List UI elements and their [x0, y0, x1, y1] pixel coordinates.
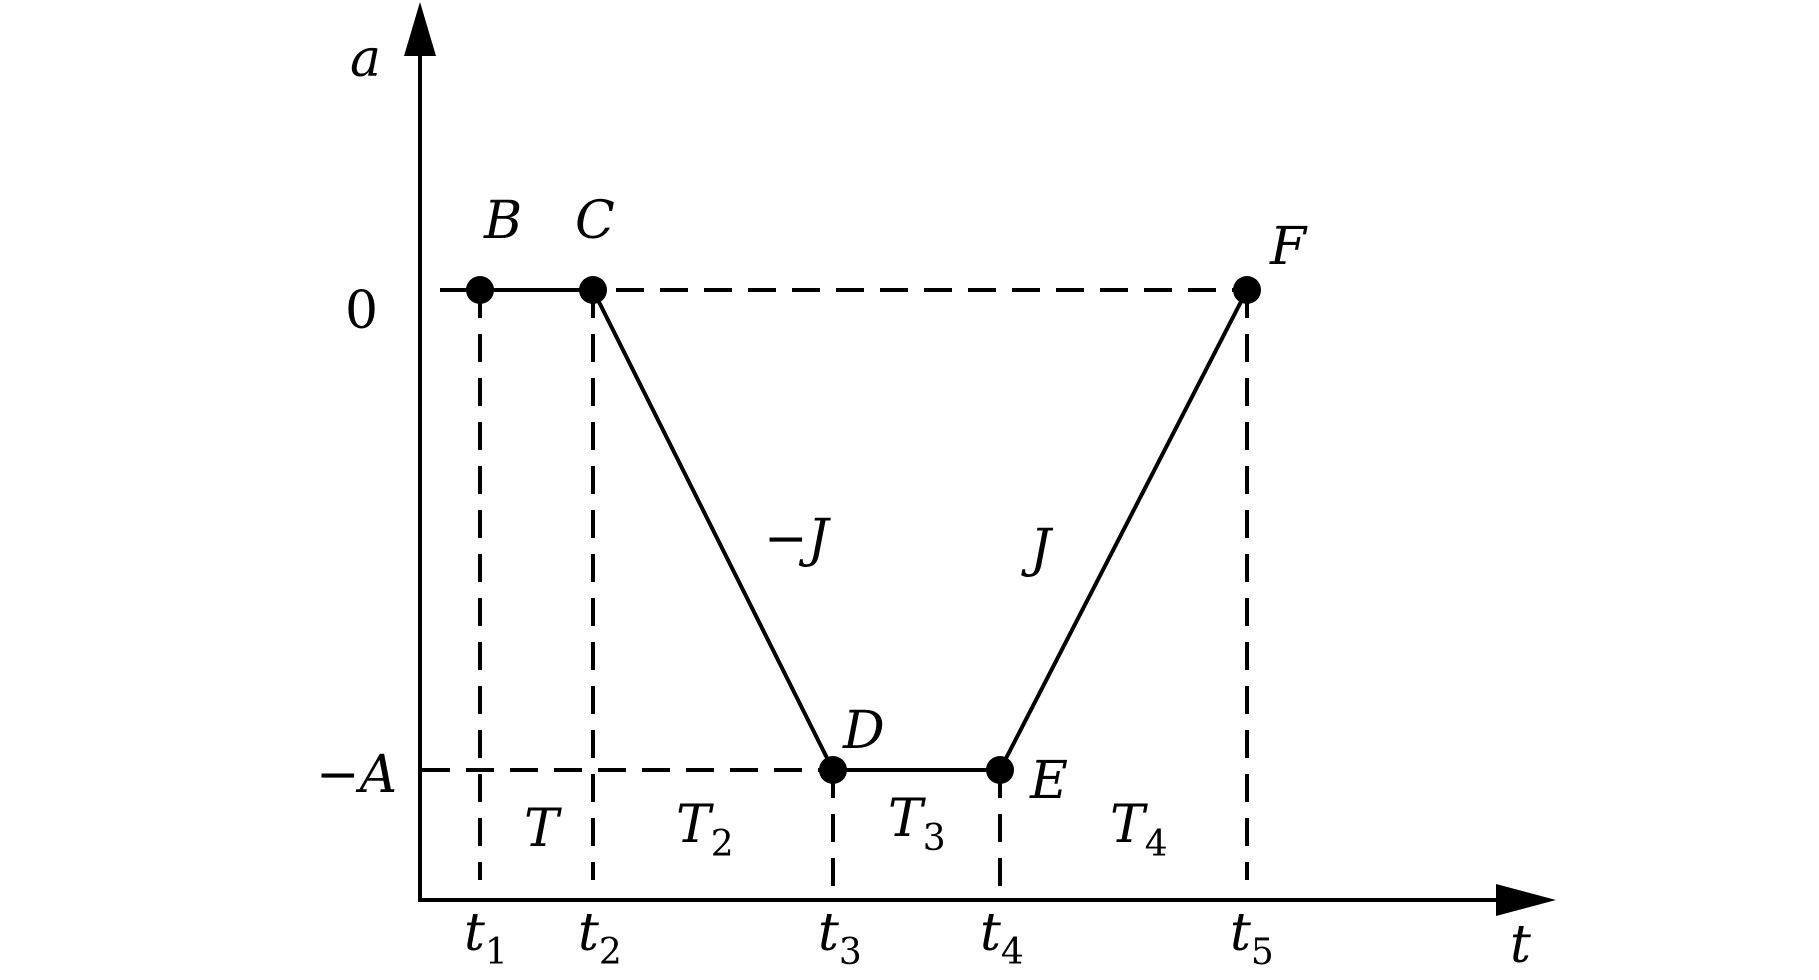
t4-base: t	[980, 903, 1001, 963]
x-axis-label: t	[1510, 915, 1531, 975]
label-d: D	[842, 701, 885, 761]
interval-t3-base: T	[888, 789, 926, 849]
t2-sub: 2	[599, 932, 622, 973]
t3-base: t	[818, 903, 839, 963]
point-f	[1233, 276, 1261, 304]
t5-sub: 5	[1251, 932, 1274, 973]
interval-label-t: T	[524, 799, 562, 859]
point-b	[466, 276, 494, 304]
label-b: B	[483, 191, 522, 251]
y-tick-zero: 0	[345, 281, 378, 341]
time-label-t5: t5	[1230, 903, 1274, 973]
t1-base: t	[464, 903, 485, 963]
interval-label-t2: T2	[676, 795, 734, 865]
interval-t4-sub: 4	[1145, 824, 1168, 865]
time-label-t3: t3	[818, 903, 862, 973]
slope-label-down: −J	[764, 509, 832, 569]
x-axis-arrowhead	[1496, 884, 1556, 916]
label-f: F	[1269, 217, 1308, 277]
point-e	[986, 756, 1014, 784]
t5-base: t	[1230, 903, 1251, 963]
y-axis-arrowhead	[404, 2, 436, 56]
interval-t2-base: T	[676, 795, 714, 855]
interval-label-t3: T3	[888, 789, 946, 859]
time-label-t2: t2	[578, 903, 622, 973]
t2-base: t	[578, 903, 599, 963]
t1-sub: 1	[485, 932, 508, 973]
label-e: E	[1029, 751, 1068, 811]
time-label-t4: t4	[980, 903, 1024, 973]
label-c: C	[575, 191, 615, 251]
slope-label-up: J	[1021, 519, 1054, 579]
y-axis-label: a	[350, 29, 381, 89]
point-d	[819, 756, 847, 784]
t4-sub: 4	[1001, 932, 1024, 973]
t3-sub: 3	[839, 932, 862, 973]
time-label-t1: t1	[464, 903, 508, 973]
interval-t4-base: T	[1110, 795, 1148, 855]
interval-t2-sub: 2	[711, 824, 734, 865]
interval-t3-sub: 3	[923, 818, 946, 859]
y-tick-neg-a: −A	[316, 745, 397, 805]
acceleration-profile-line	[480, 288, 1249, 772]
point-c	[579, 276, 607, 304]
interval-label-t4: T4	[1110, 795, 1168, 865]
